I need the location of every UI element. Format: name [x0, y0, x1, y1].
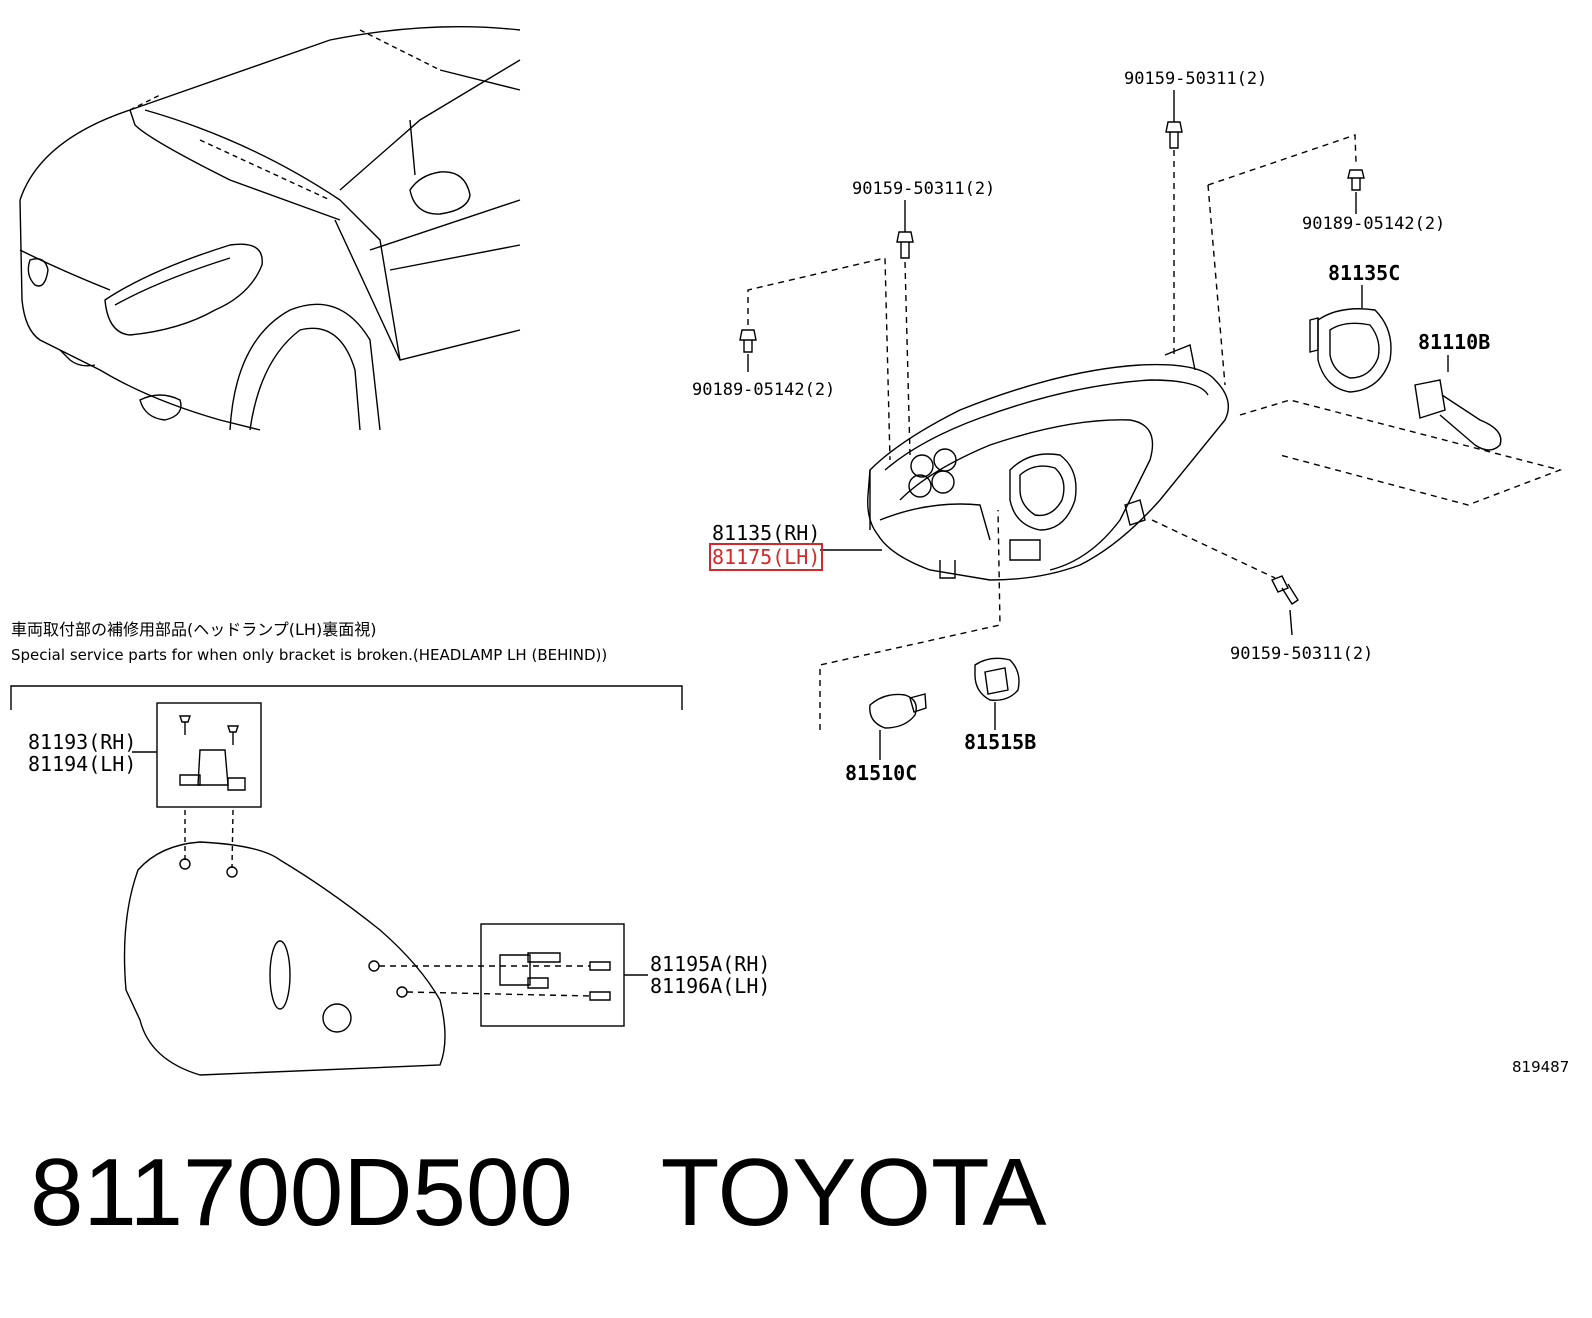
label-81135-rh[interactable]: 81135(RH)	[712, 521, 821, 545]
bulb-81510c	[819, 509, 1001, 760]
clip-90189-right	[1207, 134, 1365, 386]
label-81510c[interactable]: 81510C	[845, 761, 918, 785]
label-81193-rh[interactable]: 81193(RH)	[28, 730, 137, 754]
label-90159-50311-top[interactable]: 90159-50311(2)	[1124, 69, 1268, 89]
socket-81515b	[974, 657, 1020, 730]
service-note-japanese: 車両取付部の補修用部品(ヘッドランプ(LH)裏面視)	[11, 620, 377, 639]
label-81175-lh-highlighted[interactable]: 81175(LH)	[708, 543, 824, 571]
headlamp-assembly	[867, 344, 1229, 581]
label-90189-05142-left[interactable]: 90189-05142(2)	[692, 380, 836, 400]
clip-90189-left	[739, 257, 891, 461]
car-overview-illustration	[19, 25, 521, 431]
bulb-81110b	[1239, 355, 1563, 506]
socket-81135c	[1309, 285, 1392, 393]
service-note-english: Special service parts for when only brac…	[11, 646, 608, 664]
label-81194-lh[interactable]: 81194(LH)	[28, 752, 137, 776]
label-81110b[interactable]: 81110B	[1418, 330, 1491, 354]
caption-part-number: 811700D500	[30, 1139, 573, 1246]
bolt-90159-low	[1151, 519, 1299, 636]
label-81195a-rh[interactable]: 81195A(RH)	[650, 952, 771, 976]
bracket-service-section	[10, 685, 683, 1076]
label-81515b[interactable]: 81515B	[964, 730, 1037, 754]
caption-brand: TOYOTA	[660, 1139, 1047, 1246]
label-81196a-lh[interactable]: 81196A(LH)	[650, 974, 771, 998]
caption: 811700D500 TOYOTA	[30, 1138, 1047, 1248]
label-90159-50311-mid[interactable]: 90159-50311(2)	[852, 179, 996, 199]
bolt-90159-mid	[896, 200, 914, 456]
label-90159-50311-low[interactable]: 90159-50311(2)	[1230, 644, 1374, 664]
label-81135c[interactable]: 81135C	[1328, 261, 1401, 285]
label-90189-05142-right[interactable]: 90189-05142(2)	[1302, 214, 1446, 234]
diagram-id: 819487	[1512, 1058, 1570, 1076]
bolt-90159-top	[1165, 90, 1183, 355]
